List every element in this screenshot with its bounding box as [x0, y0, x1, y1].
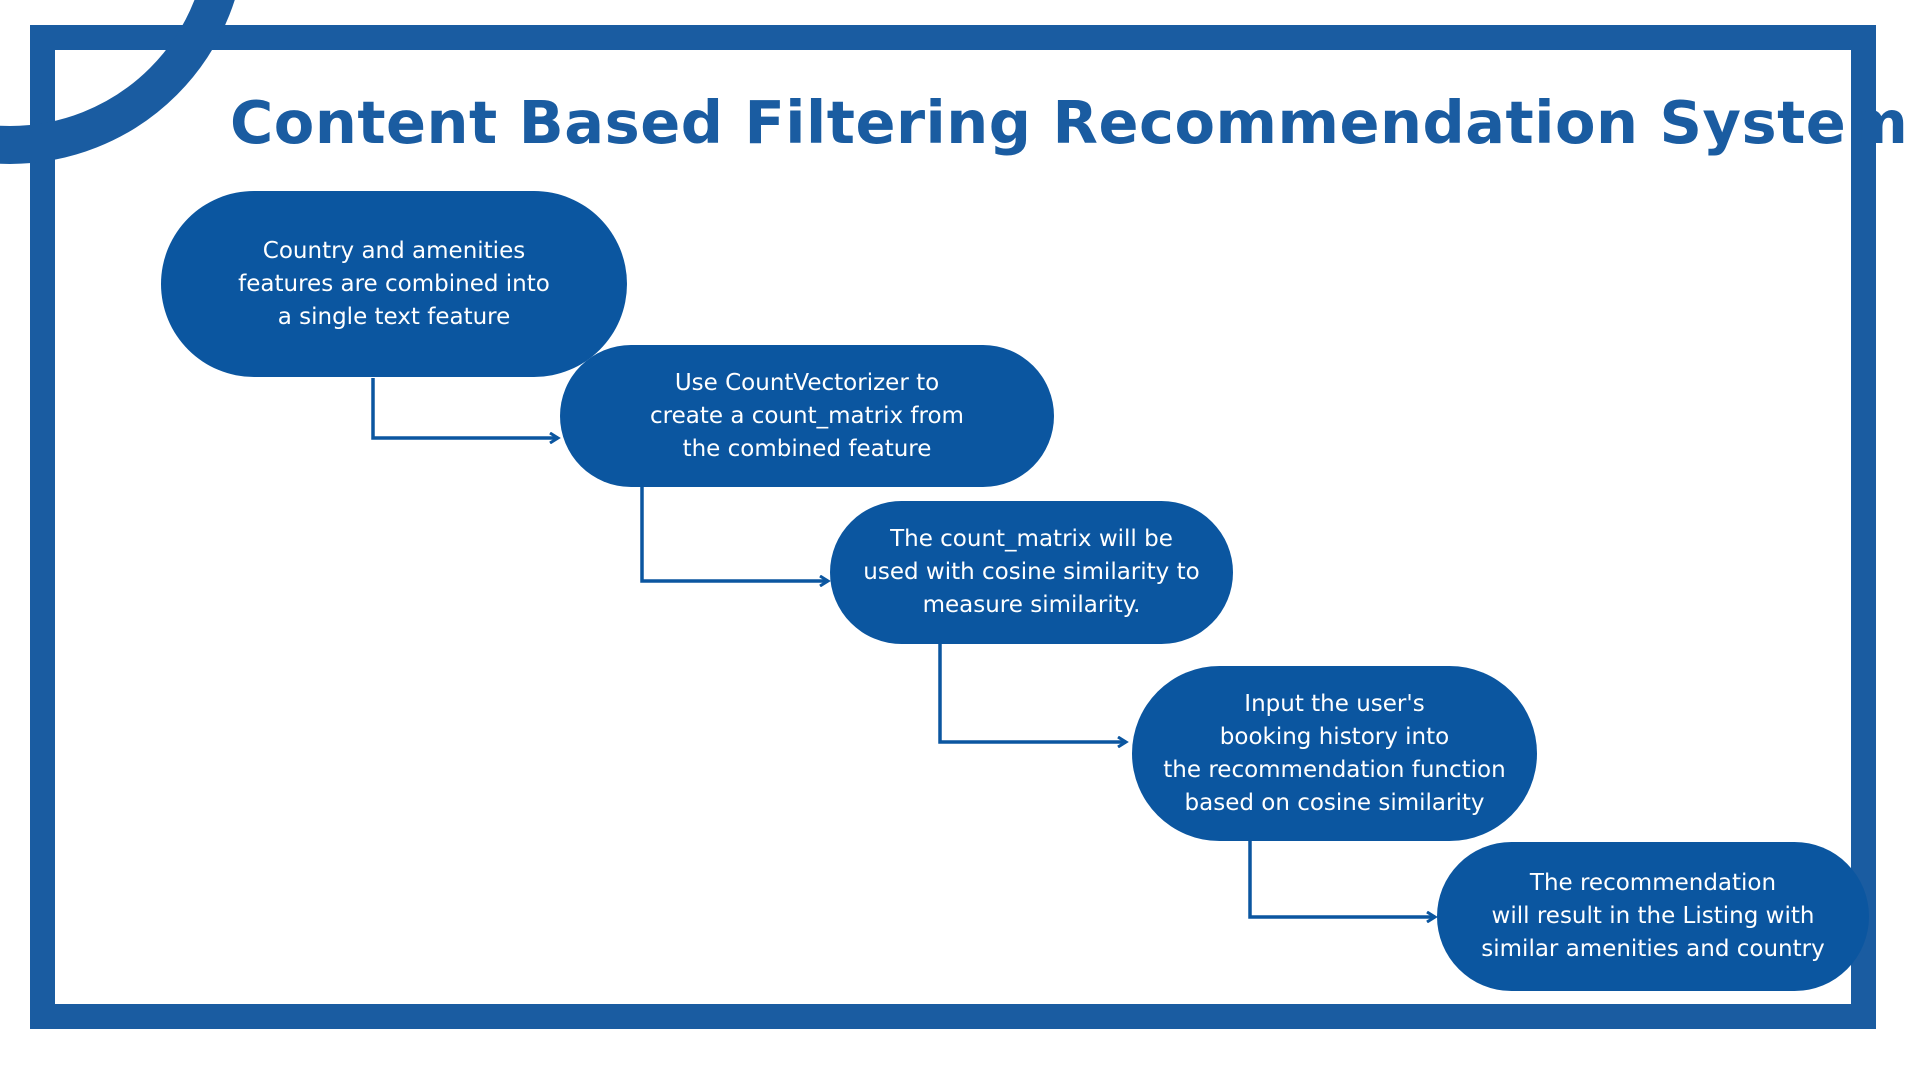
flow-step-text: The recommendation will result in the Li… [1481, 870, 1825, 962]
connector-1-to-2 [371, 378, 558, 438]
connector-2-to-3 [640, 487, 828, 581]
flow-step-input-history: Input the user's booking history into th… [1132, 666, 1537, 841]
flow-step-combine-features: Country and amenities features are combi… [161, 191, 627, 377]
flow-step-count-vectorizer: Use CountVectorizer to create a count_ma… [560, 345, 1054, 487]
flow-step-text: The count_matrix will be used with cosin… [863, 526, 1200, 618]
connector-3-to-4 [938, 644, 1126, 742]
flow-step-result: The recommendation will result in the Li… [1437, 842, 1869, 991]
page-title: Content Based Filtering Recommendation S… [230, 88, 1909, 157]
flow-step-cosine-similarity: The count_matrix will be used with cosin… [830, 501, 1233, 644]
connector-4-to-5 [1248, 841, 1435, 917]
flow-step-text: Use CountVectorizer to create a count_ma… [650, 369, 964, 462]
flow-step-text: Input the user's booking history into th… [1163, 690, 1506, 816]
flow-step-text: Country and amenities features are combi… [238, 237, 550, 330]
